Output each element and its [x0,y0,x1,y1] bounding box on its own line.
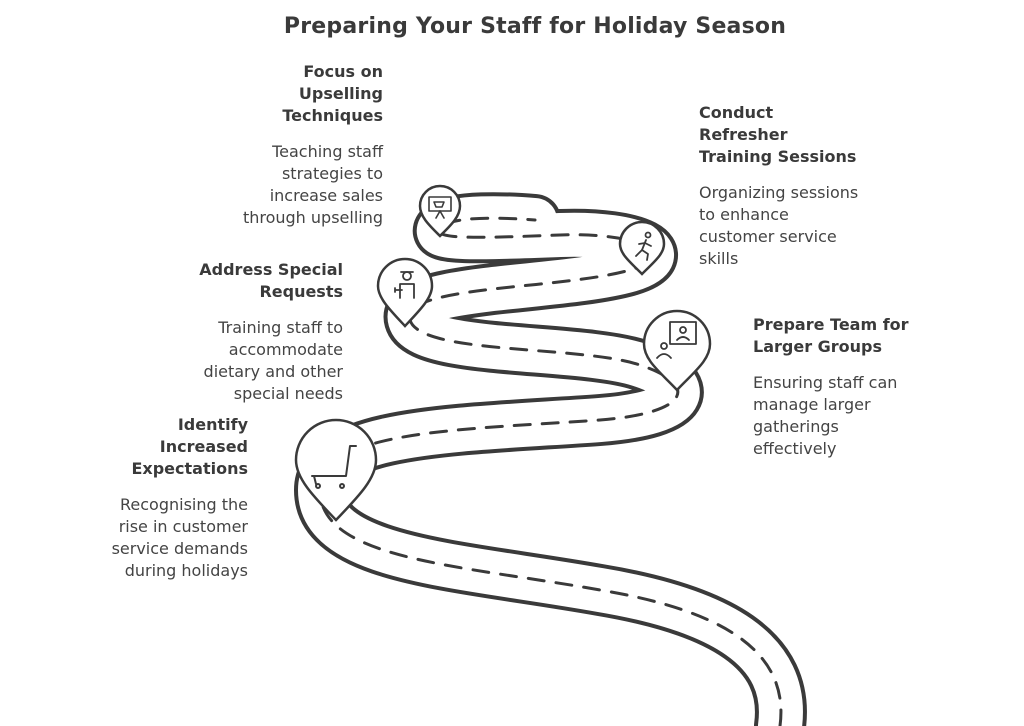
step-identify-expectations: Identify Increased Expectations Recognis… [18,414,248,582]
step-description: Teaching staff strategies to increase sa… [242,142,383,227]
step-description: Recognising the rise in customer service… [111,495,248,580]
step-upselling: Focus on Upselling Techniques Teaching s… [153,61,383,229]
marker-upselling [418,184,462,238]
diagram-title: Preparing Your Staff for Holiday Season [283,14,787,39]
running-person-icon [635,231,652,261]
shopping-cart-icon [311,445,357,489]
step-description: Training staff to accommodate dietary an… [203,318,343,403]
step-heading: Focus on Upselling Techniques [282,62,383,125]
marker-identify-expectations [294,418,378,522]
step-heading: Conduct Refresher Training Sessions [699,103,857,166]
presentation-board-icon [428,196,452,219]
marker-special-requests [376,257,434,328]
step-heading: Identify Increased Expectations [131,415,248,478]
step-description: Ensuring staff can manage larger gatheri… [753,373,898,458]
step-heading: Address Special Requests [199,260,343,301]
waiter-icon [394,271,415,299]
road-centerline [318,216,783,726]
marker-refresher-training [618,220,666,276]
marker-larger-groups [642,309,712,392]
step-special-requests: Address Special Requests Training staff … [113,259,343,405]
step-refresher-training: Conduct Refresher Training Sessions Orga… [699,102,929,270]
step-description: Organizing sessions to enhance customer … [699,183,859,268]
step-larger-groups: Prepare Team for Larger Groups Ensuring … [753,314,983,460]
winding-road [294,192,807,726]
video-conference-icon [656,321,697,359]
step-heading: Prepare Team for Larger Groups [753,315,909,356]
